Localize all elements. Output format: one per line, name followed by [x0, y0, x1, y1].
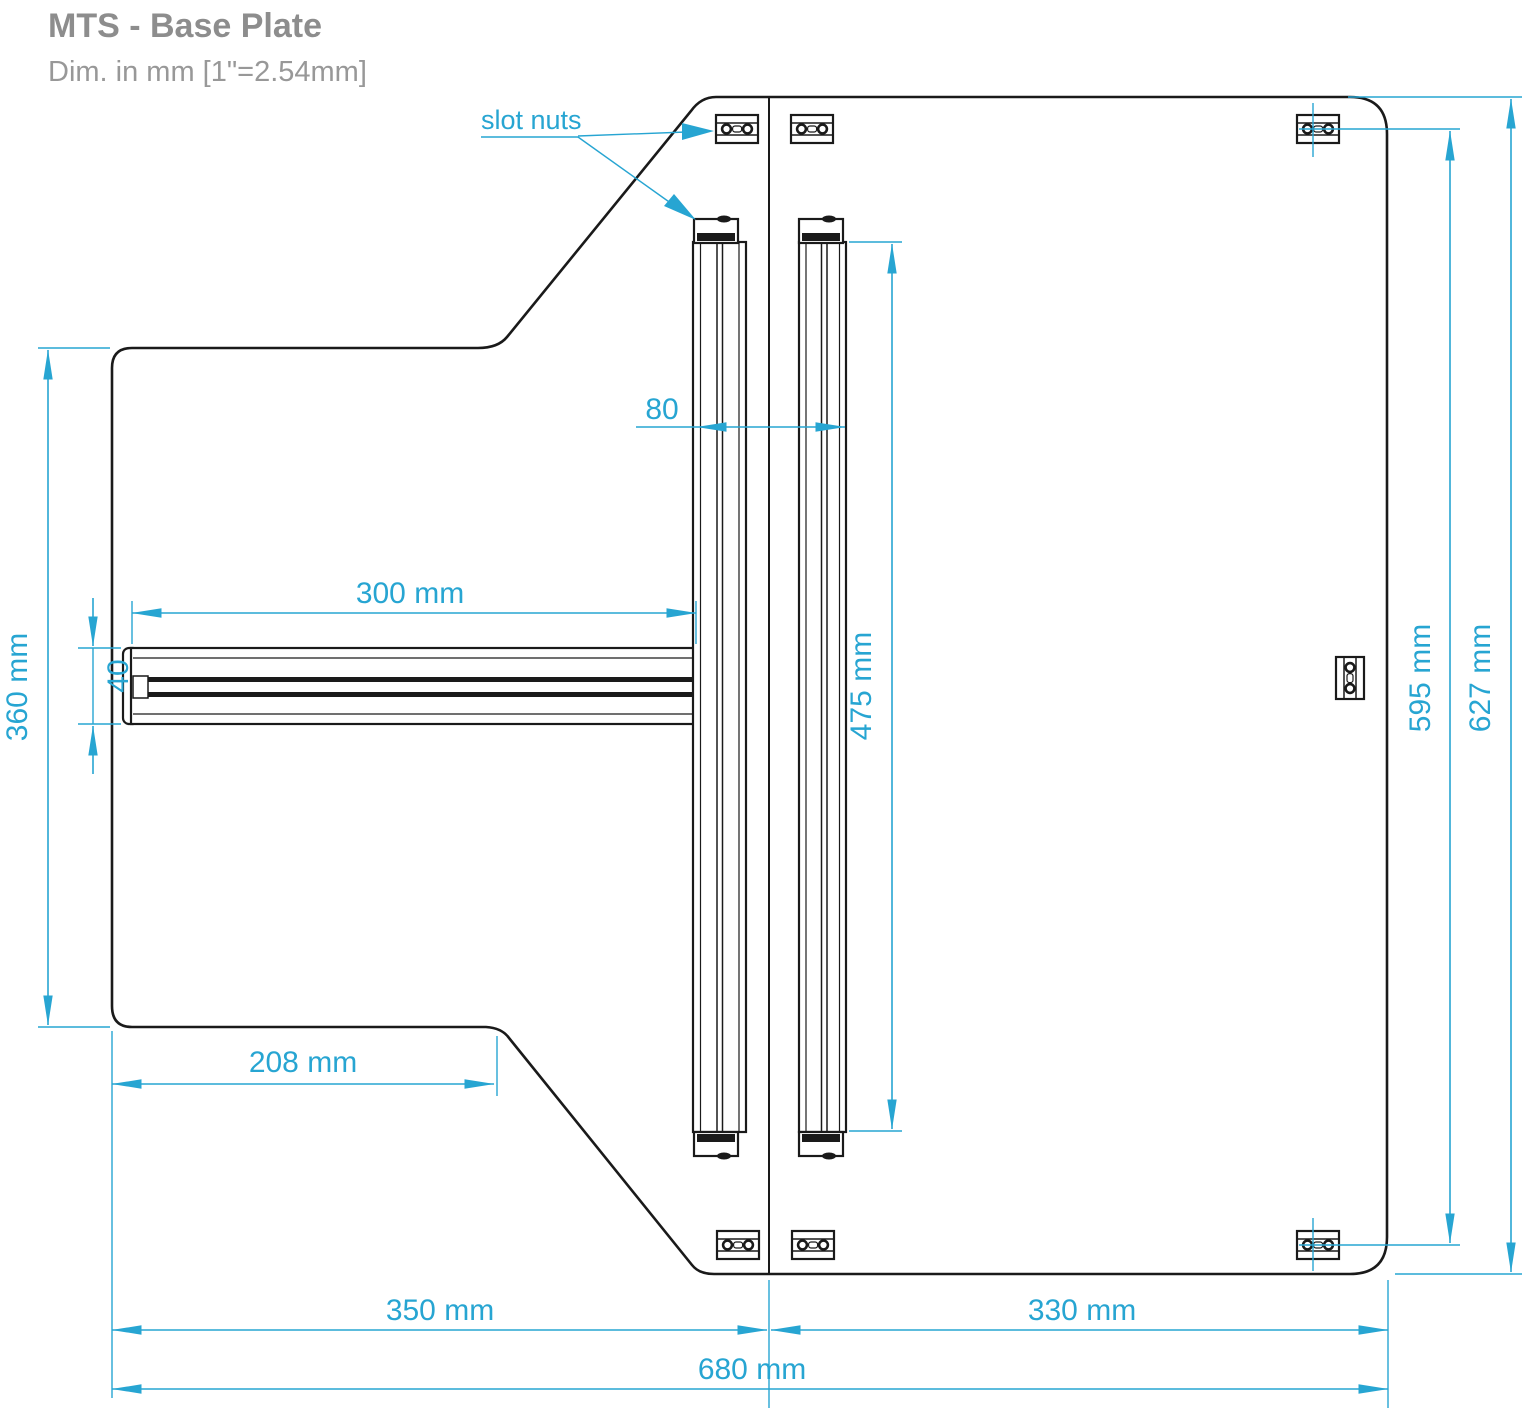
leader-arrow-1: [682, 123, 714, 140]
dim-360-label: 360 mm: [1, 633, 34, 741]
base-plate-outline: [110, 95, 1389, 1276]
slot-nut-top-1: [714, 113, 760, 145]
dim-627-label: 627 mm: [1464, 624, 1497, 732]
profile-slot-nut-top-left: [692, 214, 740, 245]
dim-40-label: 40: [102, 659, 135, 692]
profile-slot-nut-bottom-right: [797, 1130, 845, 1161]
slot-nut-mid-right-vertical: [1334, 655, 1366, 701]
profile-body: [129, 646, 696, 726]
vertical-profile: [691, 214, 848, 1161]
page-title: MTS - Base Plate: [48, 7, 322, 45]
dim-330-label: 330 mm: [1028, 1294, 1136, 1327]
slot-nut-top-2: [789, 113, 835, 145]
plate-contour: [110, 95, 1389, 1276]
dim-350-label: 350 mm: [386, 1294, 494, 1327]
profile-slot-nut-top-right: [797, 214, 845, 245]
page-subtitle: Dim. in mm [1"=2.54mm]: [48, 56, 367, 88]
dim-80-label: 80: [645, 393, 678, 426]
leader-line-2: [577, 136, 673, 205]
leader-line-1: [577, 131, 687, 137]
slot-nut-bottom-2: [790, 1229, 836, 1261]
profile-slot-band: [133, 692, 693, 697]
dim-680-label: 680 mm: [698, 1353, 806, 1386]
dim-300-label: 300 mm: [356, 577, 464, 610]
dim-208-label: 208 mm: [249, 1046, 357, 1079]
dimensions: slot nuts 80 300 mm 40 360 mm 475 mm: [1, 96, 1522, 1408]
slot-nut-bottom-1: [715, 1229, 761, 1261]
horizontal-profile: [121, 646, 696, 726]
slot-nuts-label: slot nuts: [481, 105, 582, 135]
leader-arrow-2: [664, 194, 696, 220]
profile-slot-end: [132, 675, 149, 699]
dim-595-label: 595 mm: [1404, 624, 1437, 732]
dim-475-label: 475 mm: [845, 632, 878, 740]
profile-slot-band: [133, 677, 693, 682]
rail-right: [797, 240, 848, 1134]
profile-slot-nut-bottom-left: [692, 1130, 740, 1161]
